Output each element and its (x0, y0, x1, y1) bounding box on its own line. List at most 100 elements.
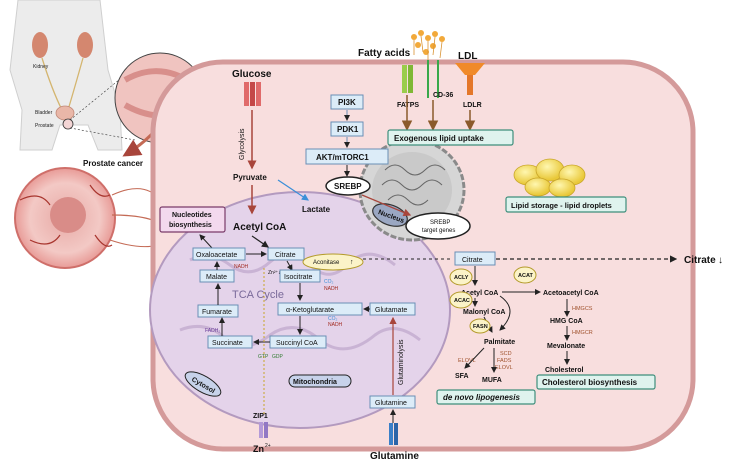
nucleotides-line2: biosynthesis (169, 222, 212, 229)
glutaminolysis-label: Glutaminolysis (398, 339, 405, 385)
cholesterol-label: Cholesterol (545, 367, 584, 374)
ldlr-label: LDLR (463, 102, 482, 109)
alpha-ketoglutarate-label: α-Ketoglutarate (286, 307, 334, 314)
nucleotides-biosynthesis-box (159, 206, 226, 233)
acat-label: ACAT (518, 273, 534, 279)
citrate-tca-box (267, 247, 305, 261)
oxaloacetate-box (192, 247, 246, 261)
mitochondria-label: Mitochondria (293, 379, 337, 386)
ldl-label: LDL (458, 51, 477, 62)
target-genes-line1: SREBP (430, 220, 450, 226)
exogenous-lipid-uptake-box (387, 129, 514, 146)
pi3k-label: PI3K (338, 98, 356, 107)
acetyl-coa-lipid-label: Acetyl CoA (461, 290, 498, 297)
aconitase-badge (302, 253, 364, 271)
succinyl-coa-label: Succinyl CoA (276, 340, 318, 347)
srebp-label: SREBP (334, 182, 362, 191)
kidney-right-shape (77, 32, 93, 58)
zip1-label: ZIP1 (253, 413, 268, 420)
glutamine-in-box (369, 395, 416, 409)
cytosol-badge (184, 371, 222, 397)
isocitrate-label: Isocitrate (284, 274, 313, 281)
zinc-out-label: Zn (253, 444, 264, 454)
alpha-ketoglutarate-box (277, 302, 363, 316)
acac-badge (449, 291, 473, 309)
pi3k-box (330, 94, 364, 110)
hmgcs-label: HMGCS (572, 306, 593, 312)
nadh-label-3: NADH (234, 264, 249, 270)
bladder-label: Bladder (35, 110, 53, 116)
succinate-box (207, 335, 253, 349)
zn-inhibit-label: Zn²⁺↓ (268, 270, 281, 276)
fasn-badge (469, 318, 491, 334)
srebp-oval (325, 176, 371, 196)
tca-cycle-title: TCA Cycle (232, 289, 284, 301)
nadh-label-2: NADH (328, 322, 343, 328)
acat-badge (513, 266, 537, 284)
hmgcr-label: HMGCR (572, 330, 593, 336)
fasn-label: FASN (473, 324, 488, 330)
mitochondria-badge (288, 374, 352, 388)
acetoacetyl-coa-label: Acetoacetyl CoA (543, 290, 599, 297)
lipid-storage-box (505, 196, 627, 213)
fadh2-label: FADH₂ (205, 328, 220, 334)
nadh-label-1: NADH (324, 286, 339, 292)
hmg-coa-label: HMG CoA (550, 318, 583, 325)
sfa-label: SFA (455, 373, 469, 380)
glutamine-transporter-icon (389, 423, 393, 445)
acetyl-coa-label: Acetyl CoA (233, 222, 286, 233)
succinate-label: Succinate (212, 340, 243, 347)
citrate-out-label: Citrate (684, 255, 716, 266)
lipid-storage-label: Lipid storage - lipid droplets (511, 201, 612, 210)
lipid-droplets-icon (513, 158, 586, 198)
prostate-label: Prostate (35, 123, 54, 129)
fads-label: FADS (497, 358, 512, 364)
cholesterol-biosynthesis-label: Cholesterol biosynthesis (542, 378, 638, 387)
co2-label-2: CO₂ (328, 316, 338, 322)
pdk1-label: PDK1 (337, 125, 359, 134)
de-novo-lipogenesis-label: de novo lipogenesis (443, 393, 520, 402)
fatps-label: FATPS (397, 102, 419, 109)
fatty-acids-label: Fatty acids (358, 48, 411, 59)
acly-badge (449, 268, 473, 286)
acac-label: ACAC (454, 298, 470, 304)
gtp-label: GTP (258, 354, 269, 360)
fatty-acid-molecules-icon (411, 30, 445, 60)
bladder-shape (55, 105, 75, 121)
isocitrate-box (279, 269, 321, 283)
elovl-sfa-label: ELOVL (458, 358, 476, 364)
glucose-label: Glucose (232, 69, 272, 80)
kidney-left-shape (32, 32, 48, 58)
mufa-label: MUFA (482, 377, 502, 384)
glutamate-label: Glutamate (375, 307, 407, 314)
ldl-receptor-icon (455, 63, 485, 75)
scd-label: SCD (500, 351, 512, 357)
cholesterol-biosynthesis-box (536, 374, 656, 390)
elovl-label: ELOVL (495, 365, 513, 371)
cd36-transporter-icon (427, 60, 439, 98)
gdp-label: GDP (272, 354, 284, 360)
zinc-out-sup: 2+ (265, 443, 271, 449)
mevalonate-label: Mevalonate (547, 343, 585, 350)
glycolysis-label: Glycolysis (239, 128, 246, 160)
fatps-transporter-icon (402, 65, 407, 93)
aconitase-label: Aconitase (313, 260, 340, 266)
kidney-label: Kidney (33, 64, 49, 70)
target-genes-line2: target genes (422, 228, 455, 234)
citrate-out-arrow: ↓ (718, 255, 723, 266)
oxaloacetate-label: Oxaloacetate (196, 252, 237, 259)
nucleotides-line1: Nucleotides (172, 212, 212, 219)
glutamine-in-label: Glutamine (375, 400, 407, 407)
prostate-cancer-label: Prostate cancer (83, 159, 143, 168)
pdk1-box (330, 121, 364, 137)
citrate-tca-label: Citrate (275, 252, 296, 259)
citrate-cytosol-label: Citrate (462, 257, 483, 264)
glucose-transporter-icon (244, 82, 249, 106)
fumarate-label: Fumarate (202, 309, 232, 316)
malate-label: Malate (206, 274, 227, 281)
malonyl-coa-label: Malonyl CoA (463, 309, 505, 316)
palmitate-label: Palmitate (484, 339, 515, 346)
exogenous-lipid-uptake-label: Exogenous lipid uptake (394, 134, 484, 143)
co2-label-1: CO₂ (324, 279, 334, 285)
